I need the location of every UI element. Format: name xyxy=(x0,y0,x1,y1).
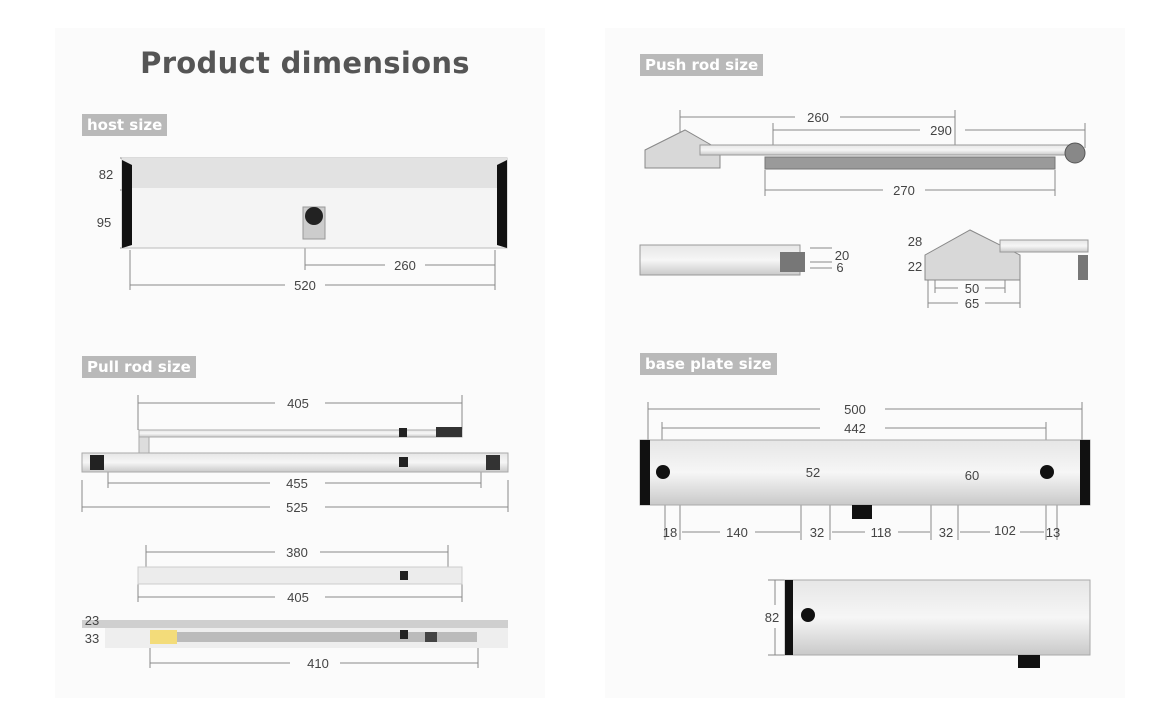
push-rod-size-label: Push rod size xyxy=(640,54,764,76)
page-title: Product dimensions xyxy=(140,46,470,80)
dim-pull-525: 525 xyxy=(286,500,308,515)
dim-host-82: 82 xyxy=(99,167,113,182)
dim-pull-410: 410 xyxy=(307,656,329,671)
dim-base-seg: 18 xyxy=(663,525,677,540)
dim-push-22: 22 xyxy=(908,259,922,274)
dim-base-seg: 13 xyxy=(1046,525,1060,540)
dim-push-65: 65 xyxy=(965,296,979,311)
dim-push-28: 28 xyxy=(908,234,922,249)
dim-base-seg: 118 xyxy=(871,525,892,540)
dim-base-52: 52 xyxy=(806,465,820,480)
dim-pull-405: 405 xyxy=(287,396,309,411)
pull-rod-drawing xyxy=(81,427,509,648)
dim-base-seg: 140 xyxy=(726,525,748,540)
dim-base-seg: 32 xyxy=(810,525,824,540)
dim-push-50: 50 xyxy=(965,281,979,296)
mount-hole-icon xyxy=(656,465,670,479)
dim-push-290: 290 xyxy=(930,123,952,138)
dim-pull-405b: 405 xyxy=(287,590,309,605)
base-plate-size-label: base plate size xyxy=(640,353,777,375)
dim-host-95: 95 xyxy=(97,215,111,230)
dim-pull-33: 33 xyxy=(85,631,99,646)
dim-push-260: 260 xyxy=(807,110,829,125)
dim-pull-380: 380 xyxy=(286,545,308,560)
dim-host-260: 260 xyxy=(394,258,416,273)
mount-hole-icon xyxy=(1040,465,1054,479)
knob-icon xyxy=(305,207,323,225)
dim-push-20: 20 xyxy=(835,248,849,263)
base-plate-drawing xyxy=(639,439,1091,668)
dim-base-442: 442 xyxy=(844,421,866,436)
dim-pull-23: 23 xyxy=(85,613,99,628)
dim-host-520: 520 xyxy=(294,278,316,293)
pull-rod-size-label: Pull rod size xyxy=(82,356,196,378)
dim-push-6: 6 xyxy=(836,260,843,275)
host-size-label: host size xyxy=(82,114,168,136)
dim-push-270: 270 xyxy=(893,183,915,198)
dim-base-seg: 102 xyxy=(994,523,1016,538)
dim-base-seg: 32 xyxy=(939,525,953,540)
dim-base-500: 500 xyxy=(844,402,866,417)
dim-base-60: 60 xyxy=(965,468,979,483)
dim-base-82: 82 xyxy=(765,610,779,625)
push-rod-drawing xyxy=(639,129,1089,281)
host-unit-drawing xyxy=(121,157,508,249)
dim-pull-455: 455 xyxy=(286,476,308,491)
